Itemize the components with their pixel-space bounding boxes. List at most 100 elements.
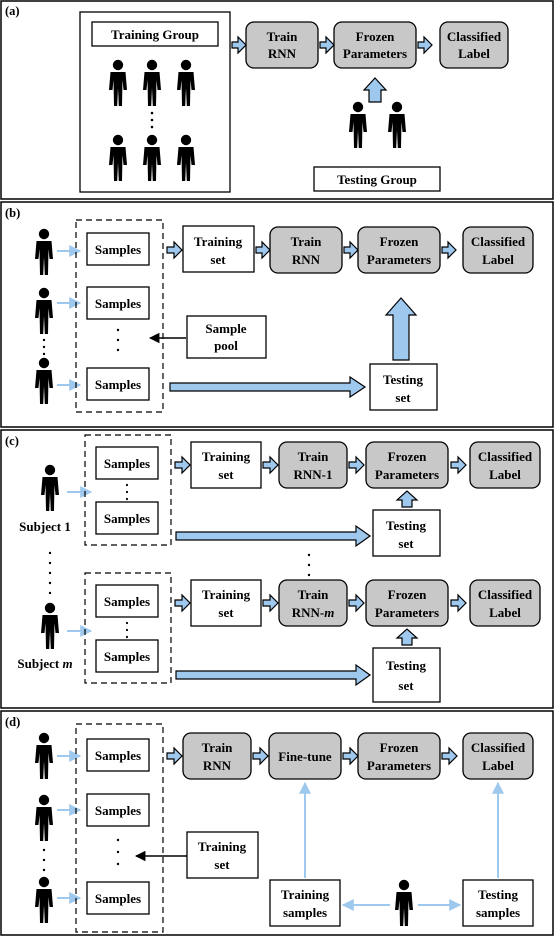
- samples-label: Samples: [104, 456, 150, 471]
- testing-group-box: [313, 166, 441, 192]
- classified-label-box: [462, 226, 534, 274]
- testing-set-box: [372, 509, 441, 557]
- train-rnn-line1: Train: [291, 234, 323, 249]
- panel-c: (c) Subject 1 Subject m Samples Samples …: [0, 429, 554, 709]
- flow-arrow: [319, 35, 335, 55]
- long-arrow: [169, 375, 367, 399]
- samples-label: Samples: [95, 803, 141, 818]
- testing-set-line1: Testing: [383, 372, 423, 387]
- train-rnn-line1: Train: [202, 740, 234, 755]
- up-arrow: [395, 628, 419, 646]
- classified-line2: Label: [489, 467, 521, 482]
- testing-set-line1: Testing: [386, 518, 426, 533]
- up-arrow: [395, 490, 419, 508]
- training-set-line2: set: [218, 467, 234, 482]
- classified-label-box: [462, 732, 534, 780]
- subject-1-label: Subject 1: [19, 519, 71, 534]
- fine-tune-label: Fine-tune: [278, 749, 332, 764]
- train-rnn-m-line1: Train: [298, 587, 330, 602]
- frozen-line2: Parameters: [367, 758, 431, 773]
- training-set-box: [182, 225, 255, 273]
- flow-arrow: [450, 593, 467, 613]
- training-set-line2: set: [210, 252, 226, 267]
- samples-box: [86, 793, 150, 827]
- frozen-line2: Parameters: [343, 46, 407, 61]
- flow-arrow: [348, 455, 365, 475]
- frozen-line1: Frozen: [356, 29, 396, 44]
- long-arrow: [175, 663, 372, 687]
- samples-box: [95, 501, 159, 535]
- panel-d: (d) Samples Samples Samples Train RNN Fi…: [0, 710, 554, 936]
- samples-label: Samples: [95, 748, 141, 763]
- train-rnn-line2: RNN: [292, 252, 321, 267]
- classified-line2: Label: [482, 758, 514, 773]
- sample-pool-frame: [75, 723, 164, 933]
- training-set-label-box: [186, 831, 259, 879]
- samples-label: Samples: [104, 511, 150, 526]
- classified-line1: Classified: [478, 587, 533, 602]
- samples-label: Samples: [104, 649, 150, 664]
- flow-arrow: [174, 455, 191, 475]
- training-set-line1: Training: [202, 587, 251, 602]
- testing-samples-line2: samples: [476, 905, 520, 920]
- sample-pool-line2: pool: [214, 338, 238, 353]
- long-arrow: [175, 524, 372, 548]
- train-rnn-1-line2: RNN-1: [294, 467, 333, 482]
- training-set-line1: Training: [198, 839, 247, 854]
- samples-box: [95, 446, 159, 480]
- frozen-parameters-box: [357, 226, 441, 274]
- train-rnn-line2: RNN: [268, 46, 297, 61]
- subject-m-label: Subject m: [17, 656, 72, 671]
- train-rnn-1-line1: Train: [298, 449, 330, 464]
- samples-label: Samples: [95, 891, 141, 906]
- flow-arrow: [252, 746, 269, 766]
- training-group-title-box: [91, 21, 219, 47]
- flow-arrow: [174, 593, 191, 613]
- classified-label-box: [469, 579, 541, 627]
- testing-set-box: [372, 647, 441, 703]
- flow-arrow: [262, 593, 279, 613]
- training-set-box: [190, 441, 262, 489]
- flow-arrow: [166, 746, 183, 766]
- subject-1-frame: [84, 434, 172, 546]
- panel-d-label: (d): [5, 715, 20, 729]
- subject-m-frame: [84, 572, 172, 684]
- training-set-line2: set: [218, 605, 234, 620]
- classified-label-box: [439, 21, 509, 69]
- samples-label: Samples: [95, 296, 141, 311]
- flow-arrow: [262, 455, 279, 475]
- samples-label: Samples: [95, 377, 141, 392]
- training-samples-line2: samples: [283, 905, 327, 920]
- training-samples-line1: Training: [281, 887, 330, 902]
- train-rnn-m-line2: RNN-m: [292, 605, 335, 620]
- panel-c-label: (c): [5, 434, 19, 448]
- training-set-line2: set: [214, 857, 230, 872]
- training-set-line1: Training: [202, 449, 251, 464]
- flow-arrow: [348, 593, 365, 613]
- flow-arrow: [441, 746, 458, 766]
- frozen-line1: Frozen: [388, 587, 428, 602]
- train-rnn-box: [245, 21, 319, 69]
- training-set-box: [190, 579, 262, 627]
- testing-set-line2: set: [395, 390, 411, 405]
- flow-arrow: [255, 240, 271, 260]
- up-arrow: [384, 297, 418, 361]
- flow-arrow: [450, 455, 467, 475]
- training-set-line1: Training: [194, 234, 243, 249]
- classified-line2: Label: [482, 252, 514, 267]
- train-rnn-box: [269, 226, 343, 274]
- flow-arrow: [417, 35, 433, 55]
- frozen-line2: Parameters: [375, 605, 439, 620]
- panel-a-label: (a): [5, 4, 20, 18]
- testing-group-title: Testing Group: [337, 172, 417, 187]
- train-rnn-m-box: [278, 579, 348, 627]
- samples-box: [95, 639, 159, 673]
- sample-pool-label-box: [186, 315, 267, 359]
- frozen-parameters-box: [333, 21, 417, 69]
- frozen-line1: Frozen: [380, 234, 420, 249]
- frozen-parameters-box: [357, 732, 441, 780]
- classified-line2: Label: [458, 46, 490, 61]
- sample-pool-frame: [75, 219, 164, 413]
- testing-set-line1: Testing: [386, 658, 426, 673]
- ellipsis-dot: [150, 118, 154, 122]
